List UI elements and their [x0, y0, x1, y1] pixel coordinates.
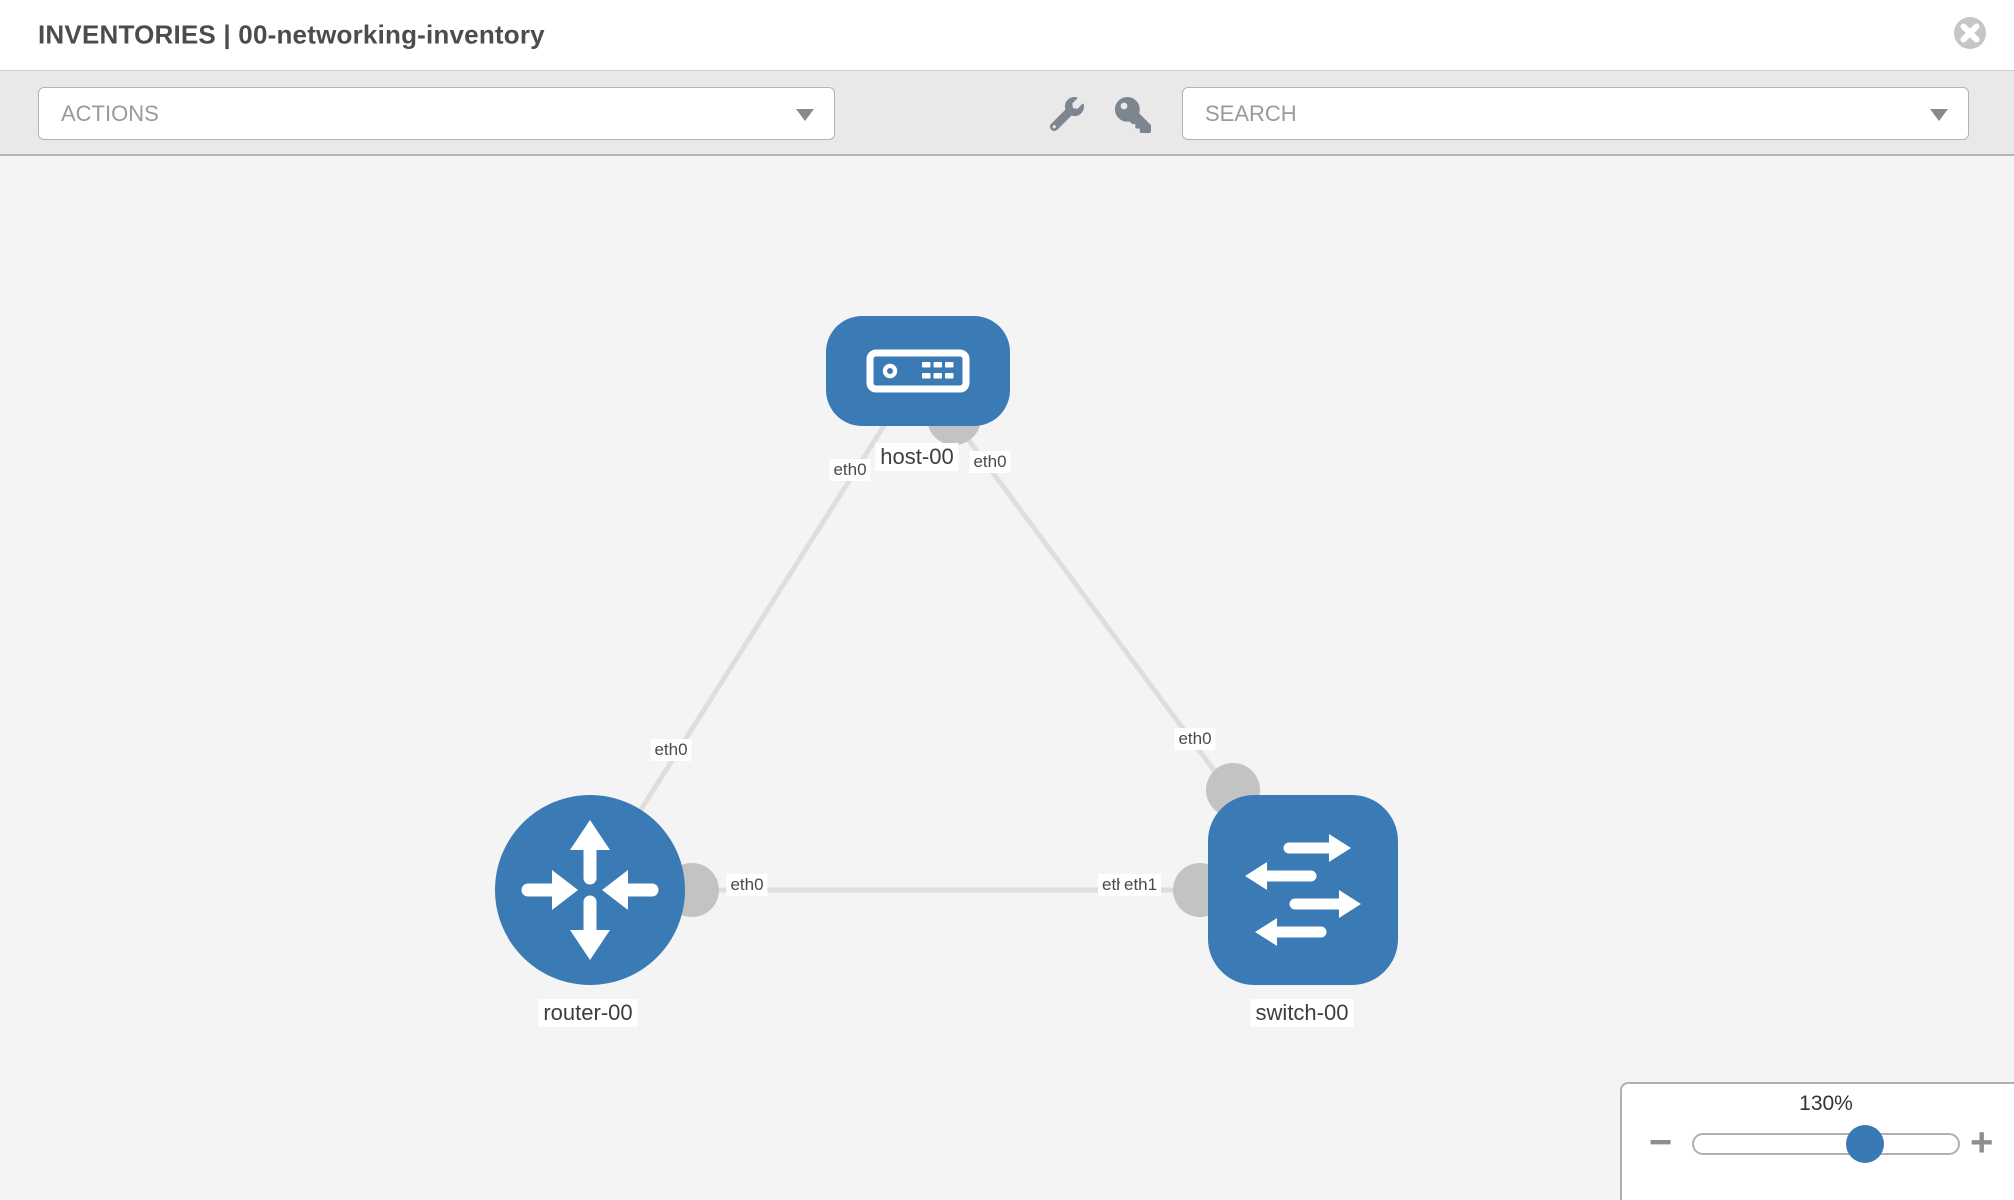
zoom-in-button[interactable]: + — [1970, 1120, 1994, 1165]
node-label-router: router-00 — [538, 999, 638, 1027]
iface-label: eth1 — [1120, 874, 1162, 896]
link-host-router[interactable] — [587, 370, 921, 892]
iface-label: eth0 — [1174, 728, 1216, 750]
close-button[interactable] — [1952, 15, 1988, 51]
search-dropdown-label: SEARCH — [1205, 100, 1297, 126]
topology-svg — [495, 316, 1398, 985]
node-switch-00[interactable] — [1208, 795, 1398, 985]
toolbar: ACTIONS SEARCH — [0, 70, 2014, 156]
zoom-slider-track[interactable] — [1692, 1133, 1960, 1155]
iface-label: eth0 — [726, 874, 768, 896]
page-title: INVENTORIES | 00-networking-inventory — [38, 19, 545, 50]
host-icon — [866, 349, 970, 393]
wrench-icon — [1049, 97, 1084, 132]
iface-label: eth0 — [829, 459, 871, 481]
key-icon — [1115, 97, 1151, 133]
iface-label: eth0 — [969, 451, 1011, 473]
circle-x-icon — [1954, 17, 1986, 49]
header: INVENTORIES | 00-networking-inventory — [0, 0, 2014, 70]
tools-button[interactable] — [1049, 97, 1086, 133]
iface-label: eth0 — [650, 739, 692, 761]
zoom-level: 130% — [1799, 1092, 1853, 1115]
search-dropdown[interactable]: SEARCH — [1182, 87, 1969, 140]
topology-canvas[interactable]: eth0 eth0 eth0 eth0 eth0 eth0 eth1 host-… — [0, 156, 2014, 1200]
credentials-button[interactable] — [1115, 97, 1151, 133]
router-icon — [521, 820, 659, 960]
chevron-down-icon — [1930, 108, 1948, 121]
zoom-panel: 130% − + — [1620, 1082, 2014, 1200]
node-router-00[interactable] — [495, 795, 685, 985]
switch-icon — [1245, 834, 1361, 946]
actions-dropdown[interactable]: ACTIONS — [38, 87, 835, 140]
node-label-switch: switch-00 — [1250, 999, 1354, 1027]
actions-dropdown-label: ACTIONS — [61, 100, 159, 126]
zoom-out-button[interactable]: − — [1649, 1120, 1673, 1165]
zoom-slider-thumb[interactable] — [1846, 1125, 1884, 1163]
node-host-00[interactable] — [826, 316, 1010, 426]
node-label-host: host-00 — [875, 443, 959, 471]
chevron-down-icon — [796, 108, 814, 121]
